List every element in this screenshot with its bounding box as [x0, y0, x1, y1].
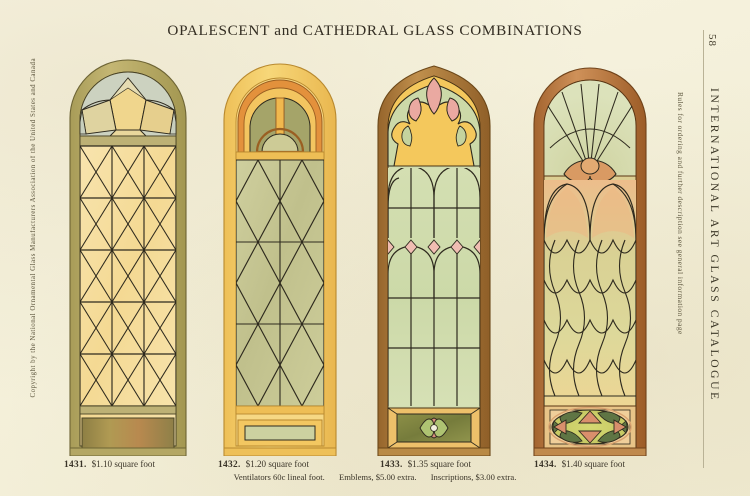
page-title-text: OPALESCENT and CATHEDRAL GLASS COMBINATI…	[167, 22, 583, 39]
window-plate-1434	[524, 48, 656, 456]
caption-price-1431: $1.10 square foot	[91, 459, 155, 469]
footnote-emblems: Emblems, $5.00 extra.	[338, 472, 417, 482]
window-plate-1431	[62, 48, 194, 456]
footnote-line: Ventilators 60c lineal foot. Emblems, $5…	[0, 472, 750, 482]
caption-number-1431: 1431.	[64, 460, 87, 470]
plate-captions: 1431. $1.10 square foot 1432. $1.20 square…	[0, 459, 750, 475]
caption-1432: 1432. $1.20 square foot	[218, 459, 309, 470]
catalogue-name: INTERNATIONAL ART GLASS CATALOGUE	[708, 88, 721, 402]
caption-number-1433: 1433.	[380, 460, 403, 470]
right-margin-rule	[703, 30, 704, 468]
window-plate-1433	[368, 48, 500, 456]
plates-row	[0, 48, 750, 456]
footnote-ventilators: Ventilators 60c lineal foot.	[233, 472, 325, 482]
page-title: OPALESCENT and CATHEDRAL GLASS COMBINATI…	[0, 22, 750, 40]
footnote-inscriptions: Inscriptions, $3.00 extra.	[430, 472, 517, 482]
page-number: 58	[706, 34, 718, 47]
caption-price-1432: $1.20 square foot	[245, 459, 309, 469]
caption-price-1433: $1.35 square foot	[407, 459, 471, 469]
caption-1431: 1431. $1.10 square foot	[64, 459, 155, 470]
caption-price-1434: $1.40 square foot	[561, 459, 625, 469]
caption-number-1434: 1434.	[534, 460, 557, 470]
rules-note: Rules for ordering and further descripti…	[676, 92, 685, 335]
caption-number-1432: 1432.	[218, 460, 241, 470]
caption-1433: 1433. $1.35 square foot	[380, 459, 471, 470]
caption-1434: 1434. $1.40 square foot	[534, 459, 625, 470]
window-plate-1432	[214, 48, 346, 456]
